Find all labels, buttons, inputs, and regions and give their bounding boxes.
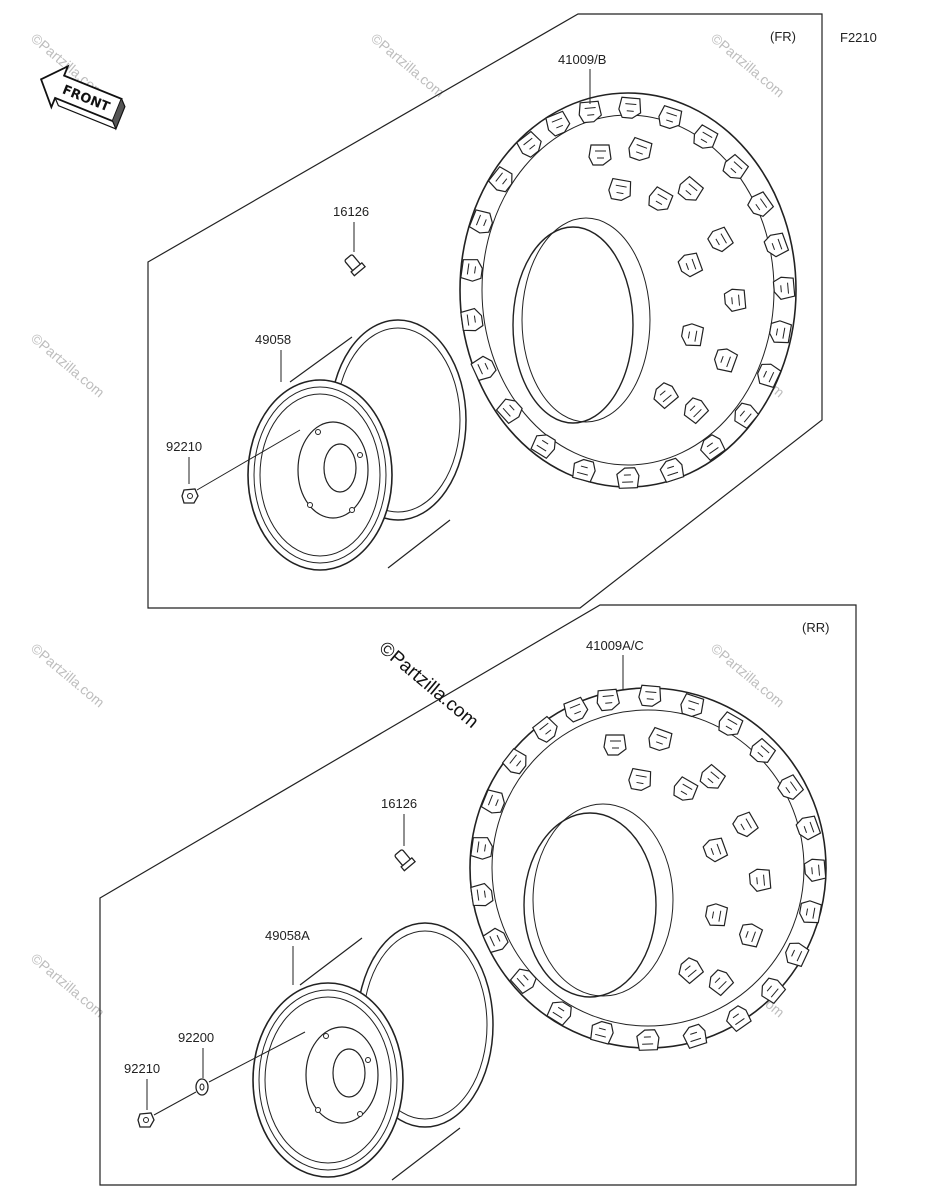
valve-stem-icon[interactable] (343, 253, 366, 277)
front-section: (FR) (147, 13, 823, 609)
valve-part-number: 16126 (333, 204, 369, 219)
nut-part-number: 92210 (124, 1061, 160, 1076)
watermark-text: ©Partzilla.com (708, 640, 788, 710)
rear-tire[interactable] (469, 684, 827, 1051)
watermark-text: ©Partzilla.com (28, 640, 108, 710)
section-outline (99, 604, 857, 1186)
rear-wheel[interactable] (252, 922, 494, 1181)
figure-code: F2210 (840, 30, 877, 45)
wheel-part-number: 49058 (255, 332, 291, 347)
washer-icon[interactable] (195, 1078, 209, 1096)
nut-icon[interactable] (181, 488, 199, 504)
valve-stem-icon[interactable] (393, 848, 416, 872)
rear-section: (RR) (99, 604, 857, 1186)
section-tag: (RR) (802, 620, 829, 635)
watermark-text: ©Partzilla.com (368, 30, 448, 100)
nut-part-number: 92210 (166, 439, 202, 454)
washer-part-number: 92200 (178, 1030, 214, 1045)
nut-icon[interactable] (137, 1112, 155, 1128)
watermark-main: ©Partzilla.com (375, 638, 483, 733)
front-tire[interactable] (459, 92, 797, 489)
valve-part-number: 16126 (381, 796, 417, 811)
section-tag: (FR) (770, 29, 796, 44)
wheel-part-number: 49058A (265, 928, 310, 943)
tire-part-number: 41009A/C (586, 638, 644, 653)
front-wheel[interactable] (247, 319, 467, 571)
watermark-text: ©Partzilla.com (28, 950, 108, 1020)
tire-part-number: 41009/B (558, 52, 606, 67)
section-outline (147, 13, 823, 609)
watermark-text: ©Partzilla.com (28, 330, 108, 400)
